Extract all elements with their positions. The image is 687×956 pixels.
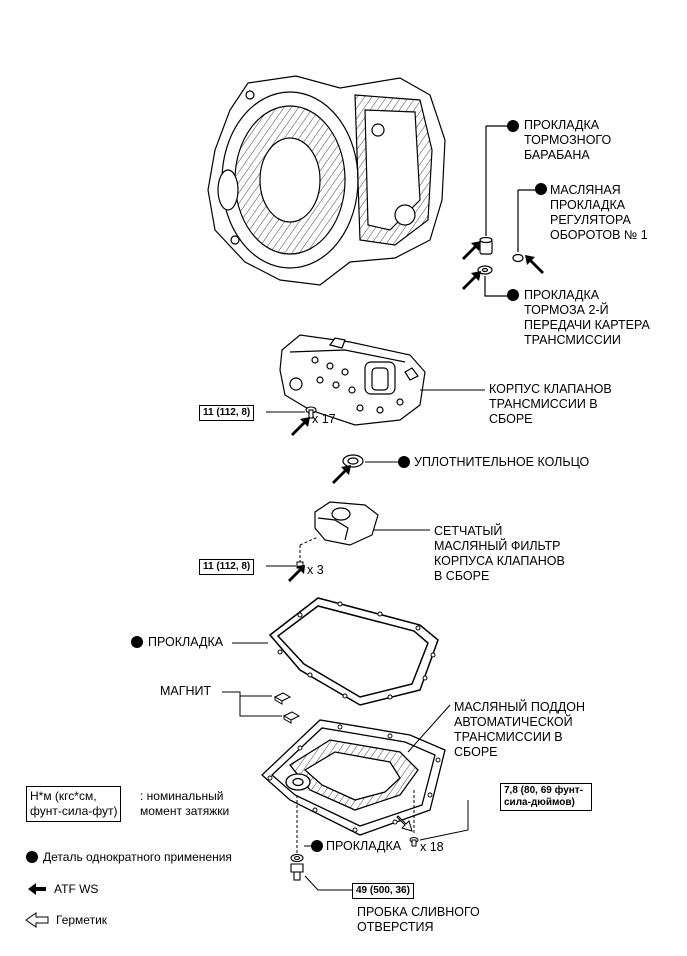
atf-arrow-valve-bolt (291, 417, 310, 436)
label-governor-gasket: МАСЛЯНАЯ ПРОКЛАДКА РЕГУЛЯТОРА ОБОРОТОВ №… (550, 183, 648, 242)
label-plug-gasket: ПРОКЛАДКА (326, 839, 402, 853)
legend-atf-arrow-icon (28, 883, 46, 895)
valve-body-part (279, 334, 426, 426)
legend-sealant: Герметик (56, 913, 108, 927)
label-magnet: МАГНИТ (160, 684, 212, 698)
torque-strainer: 11 (112, 8) (199, 559, 255, 575)
drain-plug-gasket-part (290, 853, 304, 863)
legend-atf: ATF WS (54, 882, 99, 896)
non-reusable-dot-plug-gasket (311, 840, 323, 852)
legend-non-reusable-dot (26, 851, 38, 863)
qty-strainer: x 3 (307, 563, 324, 577)
valve-body-bolt (305, 406, 317, 419)
oil-pan-part (261, 719, 446, 836)
legend-torque-unit: Н*м (кгс*см, фунт-сила-фут) (26, 786, 122, 822)
transmission-case (207, 75, 446, 286)
qty-oil-pan: x 18 (420, 840, 444, 854)
strainer-part (314, 501, 379, 546)
pan-gasket-part (268, 597, 439, 706)
legend-non-reusable: Деталь однократного применения (43, 850, 232, 864)
non-reusable-dot-o-ring (398, 456, 410, 468)
label-valve-body: КОРПУС КЛАПАНОВ ТРАНСМИССИИ В СБОРЕ (489, 382, 612, 426)
qty-valve-body: x 17 (312, 412, 336, 426)
o-ring-part (342, 454, 364, 468)
magnet-leader (222, 691, 282, 717)
atf-arrows-upper (462, 241, 544, 290)
non-reusable-dot-pan-gasket (131, 636, 143, 648)
torque-oil-pan: 7,8 (80, 69 фунт- сила-дюймов) (500, 783, 592, 811)
non-reusable-dot-second-brake (507, 289, 519, 301)
atf-arrow-strainer-bolt (288, 565, 305, 582)
non-reusable-dot-brake-drum (507, 120, 519, 132)
label-o-ring: УПЛОТНИТЕЛЬНОЕ КОЛЬЦО (414, 455, 590, 469)
label-brake-drum-gasket: ПРОКЛАДКА ТОРМОЗНОГО БАРАБАНА (524, 118, 612, 162)
legend-sealant-arrow-icon (25, 912, 49, 928)
magnet-parts (273, 692, 301, 724)
brake-drum-gasket-part (479, 125, 508, 255)
drain-plug-part (290, 863, 304, 881)
torque-drain-plug: 49 (500, 36) (352, 883, 414, 899)
label-strainer: СЕТЧАТЫЙ МАСЛЯНЫЙ ФИЛЬТР КОРПУСА КЛАПАНО… (434, 524, 565, 583)
sealant-arrow-pan-bolt (396, 815, 413, 832)
label-second-brake-gasket: ПРОКЛАДКА ТОРМОЗА 2-Й ПЕРЕДАЧИ КАРТЕРА Т… (524, 288, 650, 347)
label-drain-plug: ПРОБКА СЛИВНОГО ОТВЕРСТИЯ (357, 905, 480, 934)
governor-gasket-part (512, 189, 536, 263)
torque-valve-body: 11 (112, 8) (199, 405, 255, 421)
non-reusable-dot-governor (535, 183, 547, 195)
legend-torque-desc: : номинальный момент затяжки (140, 789, 230, 818)
label-pan-gasket: ПРОКЛАДКА (148, 635, 224, 649)
oil-pan-bolt (409, 837, 419, 847)
label-oil-pan: МАСЛЯНЫЙ ПОДДОН АВТОМАТИЧЕСКОЙ ТРАНСМИСС… (454, 700, 585, 759)
atf-arrow-o-ring (332, 465, 351, 484)
second-brake-gasket-part (477, 265, 508, 297)
